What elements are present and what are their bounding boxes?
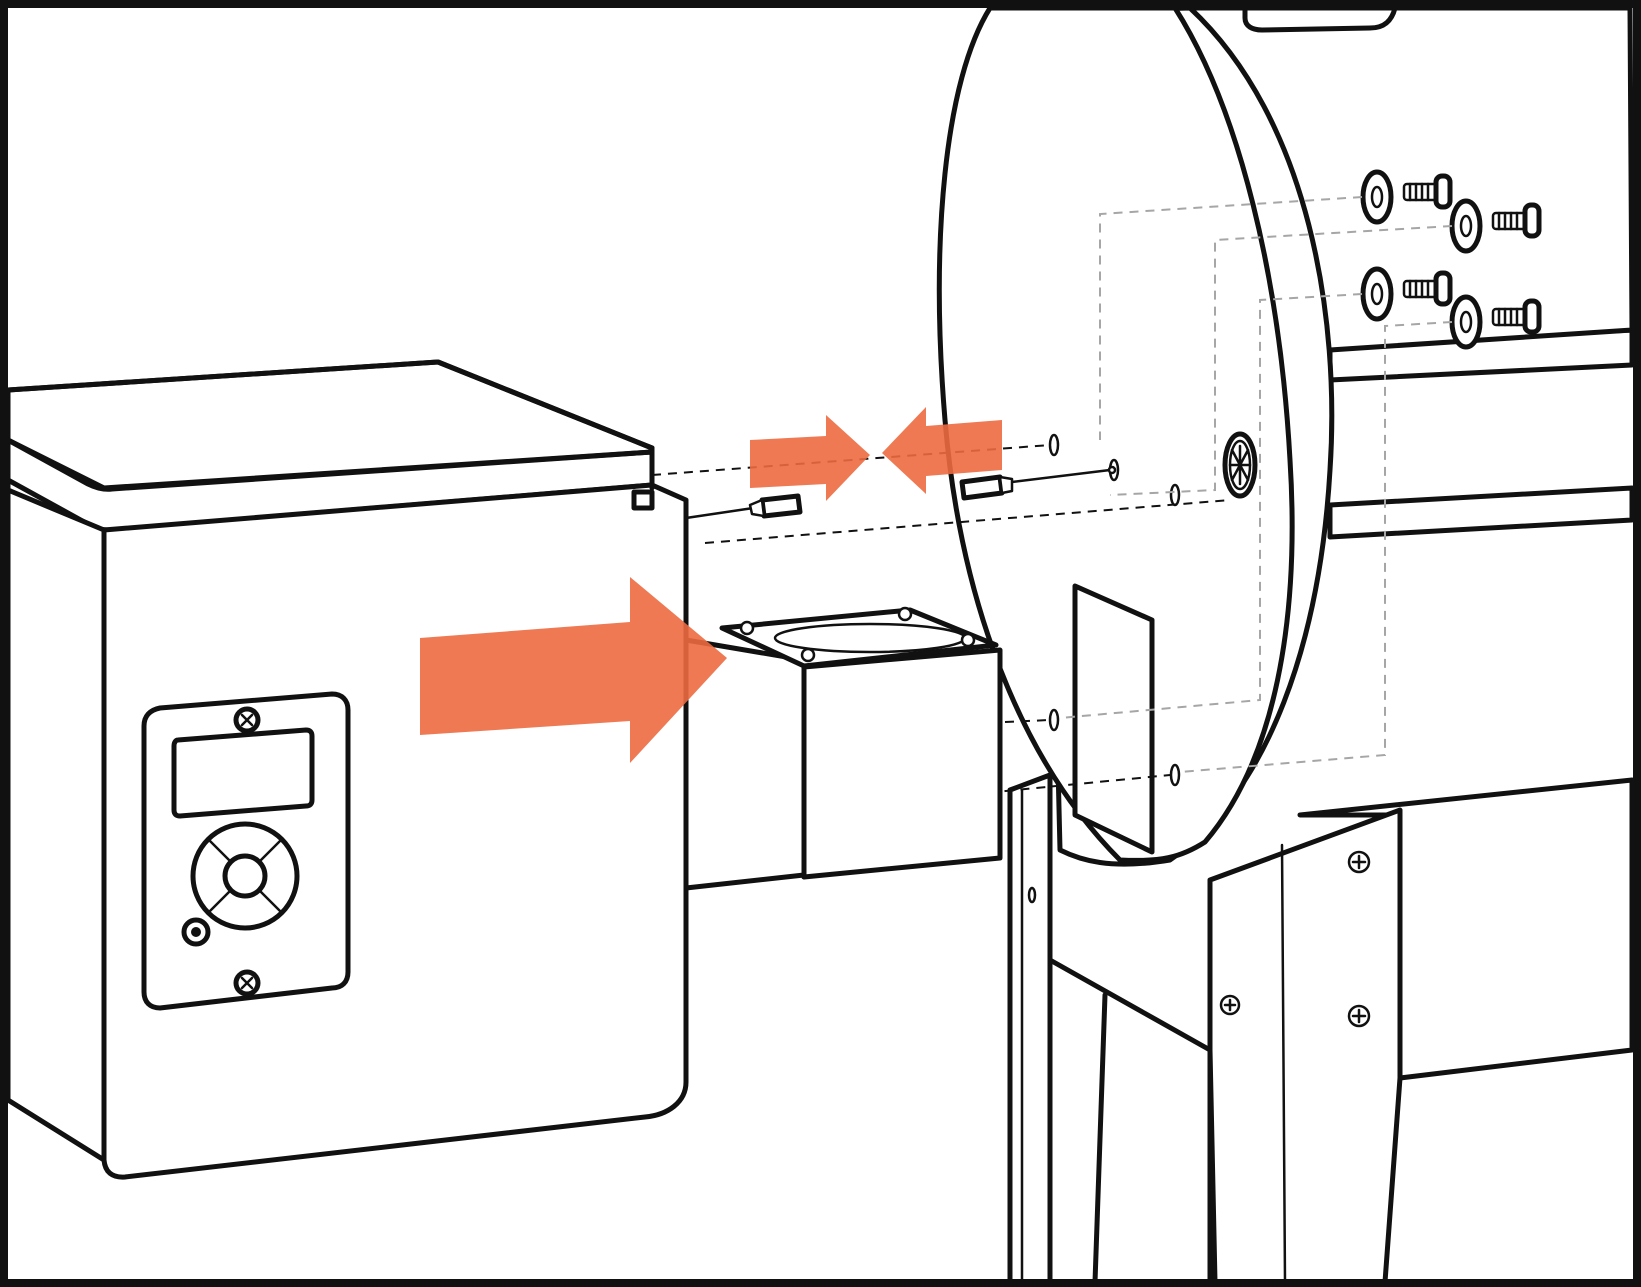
washer-icon [1360,266,1394,322]
connect-right-arrow [882,407,1002,494]
grill-barrel-end [936,5,1635,867]
wire-connector [684,465,1117,520]
leg-screw-icon [1347,850,1371,874]
auger-housing [683,606,1003,891]
washer-icon [1449,294,1483,350]
controller-panel [141,691,351,1011]
washer-icon [1360,169,1394,225]
screw-icon [1491,202,1542,239]
leg-hole [1027,886,1037,904]
grommet-icon [1222,431,1258,499]
panel-screw-icon [233,969,261,997]
connector-plug-icon [748,493,803,519]
instruction-arrows [420,407,1002,763]
grill-legs [1007,327,1635,1285]
screw-icon [1491,298,1542,335]
washer-icon [1449,198,1483,254]
power-button-icon [181,917,211,947]
connect-left-arrow [750,415,870,501]
slide-hopper-arrow [420,577,727,763]
controller-display [171,727,315,819]
dial-button-icon [190,821,300,931]
leg-screw-icon [1347,1004,1371,1028]
connector-plug-icon [959,474,1014,501]
screw-icon [1402,173,1453,210]
panel-screw-icon [233,706,261,734]
leg-screw-icon [1219,994,1241,1016]
screw-icon [1402,270,1453,307]
screws-and-washers [1360,169,1542,350]
